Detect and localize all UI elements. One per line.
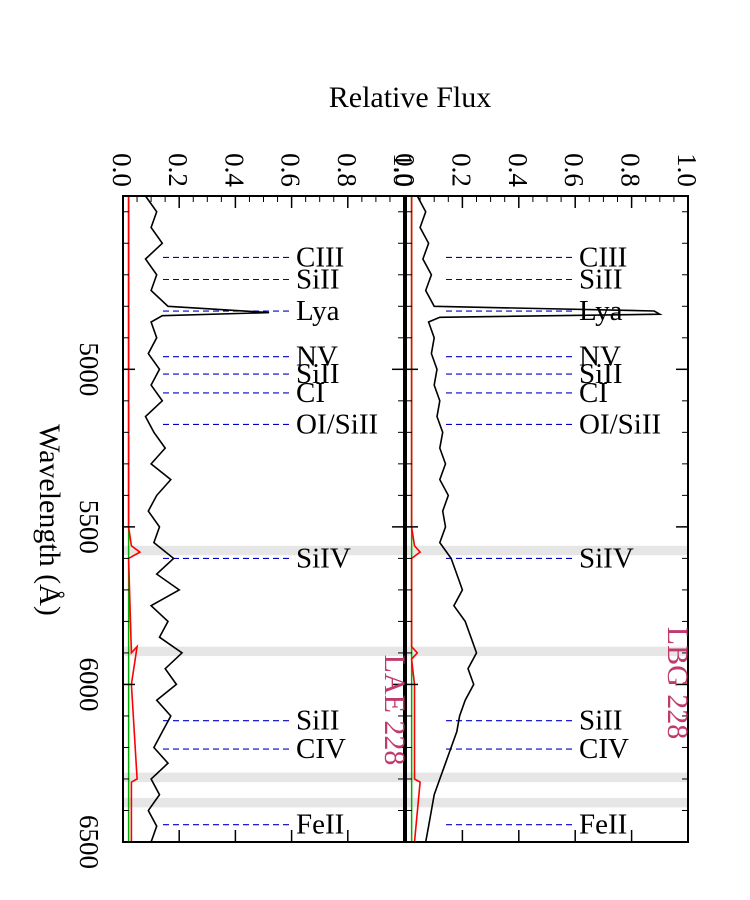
mask-band [406, 772, 688, 783]
line-label-siii: SiII [296, 705, 340, 737]
mask-band [123, 797, 404, 808]
mask-band [406, 545, 688, 556]
line-label-siii: SiII [296, 358, 340, 390]
line-label-nv: NV [579, 341, 621, 373]
line-label-lya: Lya [579, 295, 623, 327]
error-spectrum [127, 196, 142, 842]
line-label-siii: SiII [579, 705, 623, 737]
object-label: LBG 228 [661, 627, 694, 740]
flux-spectrum [416, 195, 663, 843]
line-label-lya: Lya [296, 295, 340, 327]
flux-tick-label: 0.8 [616, 153, 646, 187]
x-axis-title: Wavelength (Å) [33, 424, 66, 616]
panel-frame [405, 195, 689, 843]
wavelength-tick-label: 5000 [74, 342, 104, 396]
panel-lbg-228: CIIISiIILyaNVSiIICIOI/SiIISiIVSiIICIVFeI… [390, 153, 702, 843]
flux-tick-label: 0.4 [503, 153, 533, 187]
line-label-oi-siii: OI/SiII [579, 408, 661, 440]
wavelength-tick-label: 6000 [74, 657, 104, 711]
flux-tick-label: 0.2 [446, 153, 476, 187]
panel-frame [122, 195, 405, 843]
line-label-feii: FeII [579, 809, 627, 841]
line-label-ci: CI [579, 377, 608, 409]
line-label-ciii: CIII [296, 241, 344, 273]
flux-tick-label: 1.0 [672, 153, 702, 187]
mask-band [123, 545, 404, 556]
flux-tick-label: 0.8 [332, 153, 362, 187]
flux-tick-label: 0.6 [276, 153, 306, 187]
line-label-siiv: SiIV [296, 542, 351, 574]
wavelength-tick-label: 5500 [74, 500, 104, 554]
mask-band [123, 646, 404, 657]
wavelength-tick-label: 6500 [74, 815, 104, 869]
line-label-siii: SiII [579, 358, 623, 390]
error-spectrum [410, 196, 422, 843]
flux-tick-label: 0.0 [390, 153, 420, 187]
line-label-ci: CI [296, 377, 325, 409]
line-label-nv: NV [296, 341, 338, 373]
flux-tick-label: 0.4 [219, 153, 249, 187]
flux-spectrum [144, 195, 270, 843]
mask-band [406, 646, 688, 657]
line-label-ciii: CIII [579, 241, 627, 273]
line-label-feii: FeII [296, 809, 344, 841]
line-label-civ: CIV [579, 733, 629, 765]
mask-band [123, 772, 404, 783]
line-label-civ: CIV [296, 733, 346, 765]
line-label-siii: SiII [579, 264, 623, 296]
mask-band [406, 797, 688, 808]
line-label-siii: SiII [296, 264, 340, 296]
y-axis-title: Relative Flux [329, 81, 491, 114]
flux-tick-label: 1.0 [388, 153, 418, 187]
flux-tick-label: 0.2 [163, 153, 193, 187]
flux-tick-label: 0.6 [559, 153, 589, 187]
line-label-oi-siii: OI/SiII [296, 408, 378, 440]
flux-tick-label: 0.0 [107, 153, 137, 187]
panel-lae-228: CIIISiIILyaNVSiIICIOI/SiIISiIVSiIICIVFeI… [107, 153, 418, 843]
line-label-siiv: SiIV [579, 542, 634, 574]
